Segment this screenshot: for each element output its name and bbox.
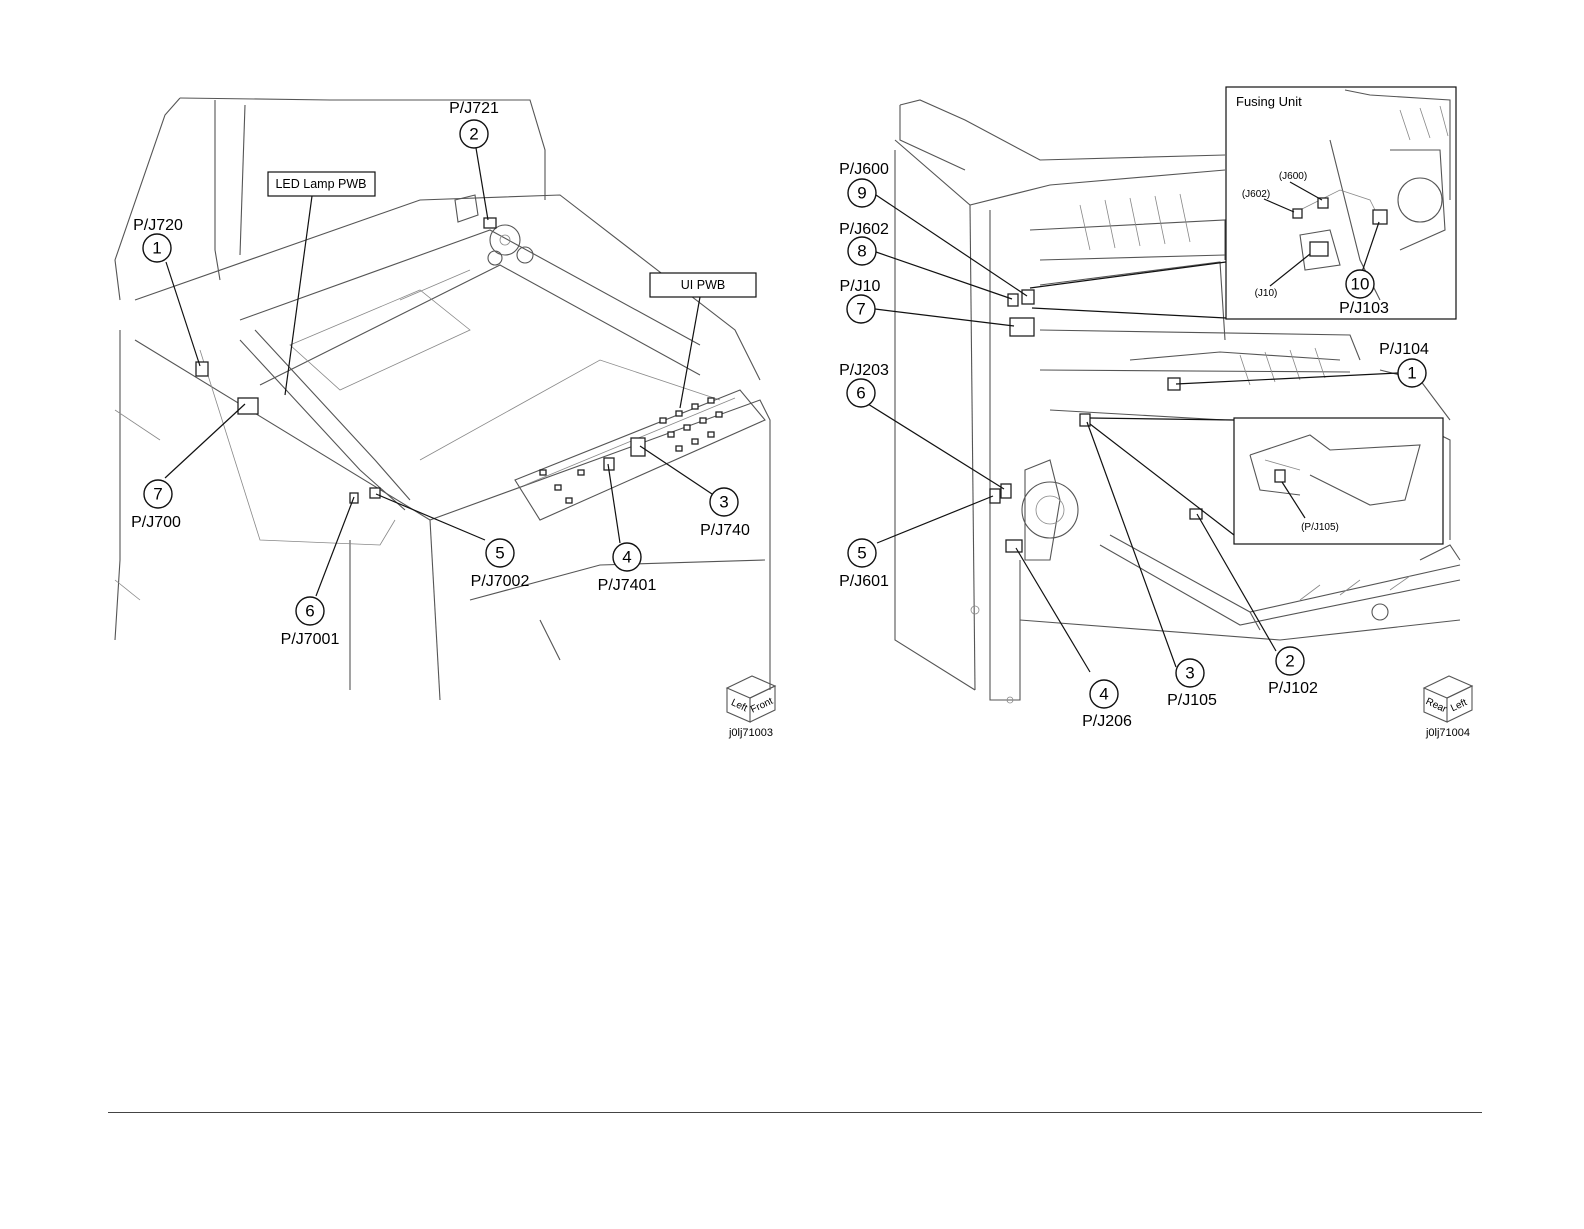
callout-3: 3 P/J740 [700, 488, 750, 539]
connector-pj7002 [370, 488, 380, 498]
callout-1: P/J720 1 [133, 217, 183, 262]
connector-pj102 [1190, 509, 1202, 519]
callout-4-number: 4 [622, 548, 631, 567]
callout-r6-label: P/J203 [839, 362, 889, 379]
callout-r3-label: P/J105 [1167, 692, 1217, 709]
callout-7: 7 P/J700 [131, 480, 181, 531]
callout-3-number: 3 [719, 493, 728, 512]
callout-2-number: 2 [469, 125, 478, 144]
fusing-unit-title: Fusing Unit [1236, 94, 1302, 109]
figure-id-left: j0lj71003 [728, 727, 773, 739]
connector-pj720 [196, 362, 208, 376]
orientation-cube-right: Rear Left [1424, 676, 1472, 722]
connector-pj721 [484, 218, 496, 228]
inset-label-j602: (J602) [1242, 189, 1270, 200]
callout-2-label: P/J721 [449, 100, 499, 117]
figure-id-right: j0lj71004 [1425, 727, 1470, 739]
ui-pwb-box: UI PWB [650, 273, 756, 297]
callout-2: P/J721 2 [449, 100, 499, 148]
cube-face-rear: Rear [1424, 696, 1449, 715]
callout-7-label: P/J700 [131, 514, 181, 531]
callout-r2-label: P/J102 [1268, 680, 1318, 697]
callout-1-number: 1 [152, 239, 161, 258]
callout-r1: P/J104 1 [1379, 341, 1429, 387]
callout-r10-number: 10 [1351, 275, 1370, 294]
callout-r5-number: 5 [857, 544, 866, 563]
connector-pj600 [1022, 290, 1034, 304]
cube-face-left: Left [729, 697, 749, 714]
left-leaders [165, 148, 712, 596]
callout-r1-number: 1 [1407, 364, 1416, 383]
led-lamp-pwb-box: LED Lamp PWB [268, 172, 375, 196]
connector-pj740 [631, 438, 645, 456]
inset-label-j10: (J10) [1255, 288, 1278, 299]
callout-r8: P/J602 8 [839, 221, 889, 265]
callout-r7-label: P/J10 [840, 278, 881, 295]
inset-label-pj105: (P/J105) [1301, 522, 1339, 533]
callout-r7-number: 7 [856, 300, 865, 319]
callout-3-label: P/J740 [700, 522, 750, 539]
footer-rule [108, 1112, 1482, 1113]
callout-1-label: P/J720 [133, 217, 183, 234]
callout-4-label: P/J7401 [598, 577, 657, 594]
callout-r1-label: P/J104 [1379, 341, 1429, 358]
cube-face-front: Front [749, 696, 775, 716]
callout-r3: 3 P/J105 [1167, 659, 1217, 709]
callout-r5-label: P/J601 [839, 573, 889, 590]
callout-5-number: 5 [495, 544, 504, 563]
callout-7-number: 7 [153, 485, 162, 504]
callout-4: 4 P/J7401 [598, 543, 657, 594]
callout-6-label: P/J7001 [281, 631, 340, 648]
scanner-line-art [115, 98, 770, 700]
right-figure: Fusing Unit (J600) (J602) (J10) [839, 87, 1472, 739]
orientation-cube-left: Left Front [727, 676, 775, 722]
connector-pj10 [1010, 318, 1034, 336]
callout-6-number: 6 [305, 602, 314, 621]
callout-r6: P/J203 6 [839, 362, 889, 407]
inset-label-j600: (J600) [1279, 171, 1307, 182]
callout-r3-number: 3 [1185, 664, 1194, 683]
left-connectors [196, 218, 722, 503]
callout-r4-label: P/J206 [1082, 713, 1132, 730]
callout-r6-number: 6 [856, 384, 865, 403]
callout-r4-number: 4 [1099, 685, 1108, 704]
connector-pj700 [238, 398, 258, 414]
callout-r4: 4 P/J206 [1082, 680, 1132, 730]
callout-5-label: P/J7002 [471, 573, 530, 590]
callout-r7: P/J10 7 [840, 278, 881, 323]
callout-r5: 5 P/J601 [839, 539, 889, 590]
callout-r9-number: 9 [857, 184, 866, 203]
callout-6: 6 P/J7001 [281, 597, 340, 648]
callout-r9: P/J600 9 [839, 161, 889, 207]
led-lamp-pwb-label: LED Lamp PWB [275, 177, 366, 191]
connector-pj602 [1008, 294, 1018, 306]
callout-r10-label: P/J103 [1339, 300, 1389, 317]
cube-face-left-r: Left [1449, 697, 1469, 714]
callout-5: 5 P/J7002 [471, 539, 530, 590]
callout-r2-number: 2 [1285, 652, 1294, 671]
left-figure: LED Lamp PWB UI PWB P/J720 1 P/J721 [115, 98, 775, 739]
connector-pj203 [1001, 484, 1011, 498]
callout-r2: 2 P/J102 [1268, 647, 1318, 697]
callout-r8-label: P/J602 [839, 221, 889, 238]
fusing-unit-inset: Fusing Unit (J600) (J602) (J10) [1226, 87, 1456, 319]
pj105-inset: (P/J105) [1234, 418, 1443, 544]
connector-pj206 [1006, 540, 1022, 552]
connector-pj105 [1080, 414, 1090, 426]
ui-pwb-label: UI PWB [681, 278, 725, 292]
callout-r8-number: 8 [857, 242, 866, 261]
callout-r9-label: P/J600 [839, 161, 889, 178]
